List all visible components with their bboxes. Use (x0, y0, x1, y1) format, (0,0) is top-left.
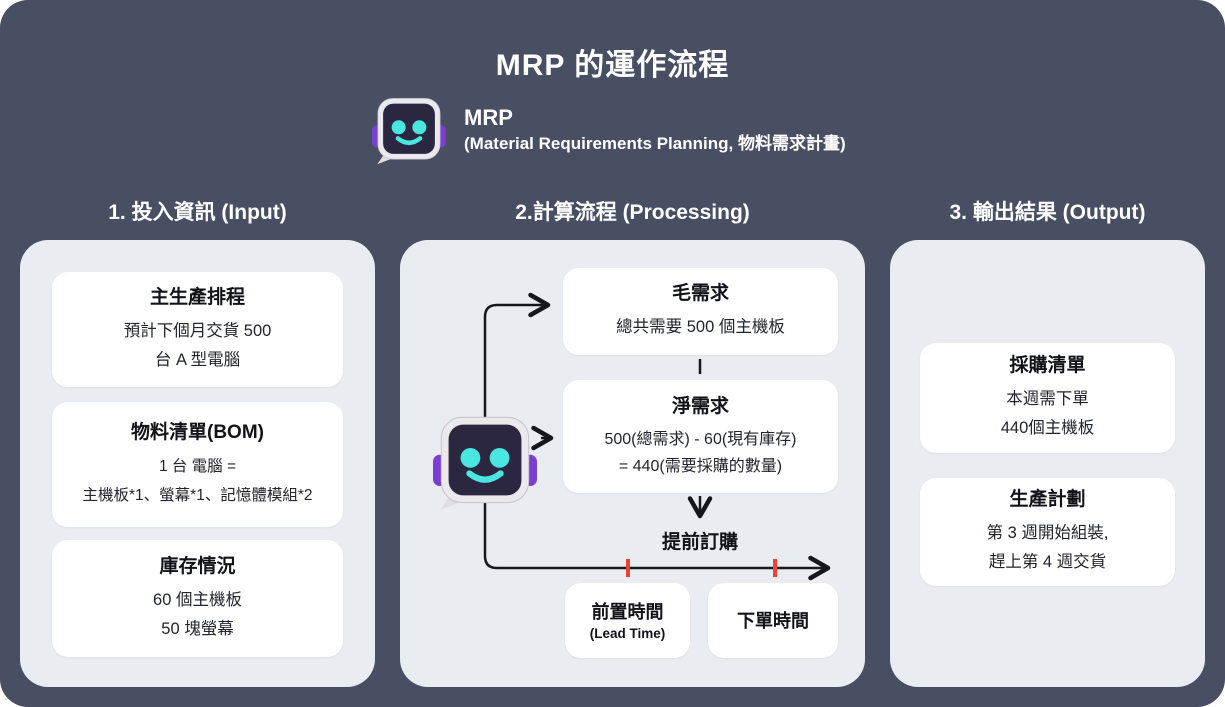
box-title: 前置時間 (591, 601, 664, 622)
mrp-intro: MRP (Material Requirements Planning, 物料需… (372, 94, 846, 165)
robot-icon (372, 98, 446, 165)
robot-icon (433, 416, 537, 510)
card-title: 庫存情況 (159, 555, 236, 577)
mrp-full-name: (Material Requirements Planning, 物料需求計畫) (464, 133, 846, 153)
box-line: = 440(需要採購的數量) (618, 457, 783, 475)
box-line: 總共需要 500 個主機板 (616, 318, 785, 336)
order-time-box: 下單時間 (708, 583, 838, 658)
card-title: 主生產排程 (149, 286, 245, 308)
output-panel: 採購清單 本週需下單 440個主機板 生產計劃 第 3 週開始組裝, 趕上第 4… (890, 240, 1205, 687)
card-line: 台 A 型電腦 (154, 350, 241, 369)
column-header-processing: 2.計算流程 (Processing) (515, 201, 750, 224)
gross-requirement-box: 毛需求 總共需要 500 個主機板 (563, 268, 838, 355)
timeline-arrow (483, 502, 831, 581)
page-title: MRP 的運作流程 (495, 49, 730, 82)
card-line: 50 塊螢幕 (161, 619, 234, 638)
mrp-intro-text: MRP (Material Requirements Planning, 物料需… (464, 104, 846, 156)
lead-time-box: 前置時間 (Lead Time) (565, 583, 690, 658)
column-header-input: 1. 投入資訊 (Input) (108, 201, 287, 224)
card-line: 第 3 週開始組裝, (986, 524, 1109, 542)
card-title: 物料清單(BOM) (131, 421, 264, 443)
card-line: 趕上第 4 週交貨 (988, 553, 1107, 571)
order-ahead-label: 提前訂購 (661, 532, 738, 553)
card-master-production-schedule: 主生產排程 預計下個月交貨 500 台 A 型電腦 (52, 272, 343, 387)
box-title: 淨需求 (671, 395, 729, 417)
card-title: 生產計劃 (1009, 489, 1086, 510)
flow-arrows (483, 292, 831, 581)
card-production-plan: 生產計劃 第 3 週開始組裝, 趕上第 4 週交貨 (920, 478, 1175, 586)
box-line: 500(總需求) - 60(現有庫存) (604, 430, 797, 448)
column-header-output: 3. 輸出結果 (Output) (949, 201, 1146, 224)
box-title: 毛需求 (671, 283, 729, 304)
card-line: 60 個主機板 (153, 590, 242, 609)
arrow-to-gross (483, 292, 551, 422)
mrp-name: MRP (464, 104, 513, 130)
card-title: 採購清單 (1009, 355, 1086, 376)
card-line: 1 台 電腦 = (158, 457, 237, 475)
box-title: 下單時間 (737, 610, 809, 631)
card-line: 主機板*1、螢幕*1、記憶體模組*2 (82, 486, 313, 504)
card-line: 本週需下單 (1006, 390, 1089, 408)
card-inventory-status: 庫存情況 60 個主機板 50 塊螢幕 (52, 540, 343, 657)
input-panel: 主生產排程 預計下個月交貨 500 台 A 型電腦 物料清單(BOM) 1 台 … (20, 240, 375, 687)
box-subtitle: (Lead Time) (589, 625, 666, 641)
card-purchase-list: 採購清單 本週需下單 440個主機板 (920, 343, 1175, 453)
processing-panel: 毛需求 總共需要 500 個主機板 淨需求 500(總需求) - 60(現有庫存… (400, 240, 865, 687)
card-bill-of-materials: 物料清單(BOM) 1 台 電腦 = 主機板*1、螢幕*1、記憶體模組*2 (52, 402, 343, 527)
card-line: 預計下個月交貨 500 (123, 321, 272, 340)
net-requirement-box: 淨需求 500(總需求) - 60(現有庫存) = 440(需要採購的數量) (563, 380, 838, 493)
card-line: 440個主機板 (1000, 419, 1095, 437)
